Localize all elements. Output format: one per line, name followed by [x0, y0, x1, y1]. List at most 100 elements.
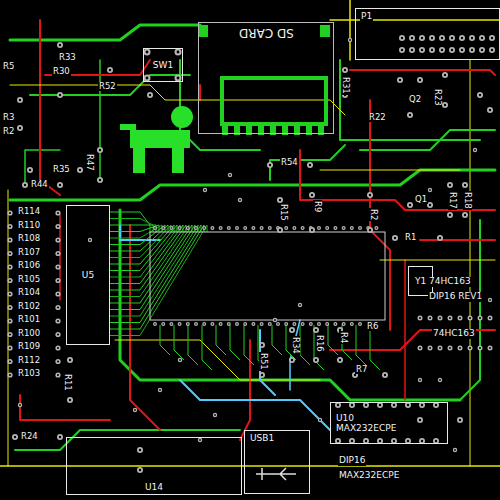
silkscreen-label: R23	[433, 88, 442, 107]
board-edge	[470, 60, 471, 466]
silkscreen-label: R24	[20, 432, 39, 441]
logo	[120, 106, 193, 173]
silkscreen-label: R103	[17, 369, 41, 378]
trace	[180, 380, 330, 430]
designator: P1	[360, 11, 373, 21]
silkscreen-label: R22	[368, 113, 387, 122]
switch-pads	[144, 49, 182, 82]
bus-trace	[110, 225, 198, 316]
card-tab	[198, 25, 208, 37]
usb-symbol	[256, 468, 296, 480]
silkscreen-label: R7	[355, 365, 368, 374]
trace	[330, 330, 495, 350]
silkscreen-label: R47	[85, 153, 94, 172]
designator: MAX232ECPE	[335, 423, 397, 433]
designator: Y1	[414, 276, 427, 286]
bus-trace	[110, 225, 171, 258]
designator: U5	[81, 270, 95, 280]
bus-trace	[160, 325, 170, 355]
trace	[300, 150, 495, 210]
silkscreen-label: R16	[315, 334, 324, 353]
chip-outline	[150, 232, 385, 320]
resistor-pads	[7, 210, 60, 377]
silkscreen-label: R18	[463, 191, 472, 210]
component-outline: SW1	[143, 48, 183, 82]
trace	[10, 25, 200, 40]
designator: SW1	[152, 60, 174, 70]
card-tab	[320, 25, 330, 37]
silkscreen-label: R9	[313, 200, 322, 213]
silkscreen-label: R31	[341, 76, 350, 95]
trace	[99, 60, 101, 180]
trace	[460, 220, 480, 400]
silkscreen-label: R101	[17, 315, 41, 324]
bus-trace	[272, 325, 282, 355]
chip-pins	[153, 226, 378, 230]
bus-trace	[110, 225, 204, 329]
silkscreen-label: DIP16	[338, 456, 366, 466]
trace	[20, 395, 110, 420]
board-edge	[349, 0, 351, 60]
component-pads	[12, 42, 493, 473]
silkscreen-label: R33	[58, 53, 77, 62]
component-outline: U5	[66, 205, 110, 345]
silkscreen-label: R1	[404, 233, 417, 242]
bus-trace	[202, 325, 212, 370]
board-edge	[0, 465, 500, 467]
silkscreen-label: R34	[291, 336, 300, 355]
bus-trace	[244, 325, 254, 365]
bus-trace	[110, 225, 207, 336]
silkscreen-label: R35	[52, 165, 71, 174]
ic-pins	[335, 402, 439, 444]
bus-trace	[356, 325, 366, 365]
silkscreen-label: R2	[2, 127, 15, 136]
silkscreen-label: R52	[98, 82, 117, 91]
trace	[15, 430, 240, 450]
silkscreen-label: R11	[63, 373, 72, 392]
silkscreen-label: R15	[279, 203, 288, 222]
trace	[120, 210, 460, 400]
header-pins	[399, 35, 495, 53]
silkscreen-label: R30	[52, 67, 71, 76]
trace	[404, 260, 406, 400]
silkscreen-label: R51	[259, 352, 268, 371]
silkscreen-label: R110	[17, 221, 41, 230]
component-outline: U10MAX232ECPE	[330, 402, 448, 444]
silkscreen-label: R44	[30, 180, 49, 189]
bus-trace	[110, 225, 201, 323]
silkscreen-label: MAX232ECPE	[338, 471, 400, 481]
trace	[320, 170, 460, 171]
trace	[240, 340, 250, 440]
silkscreen-label: R109	[17, 342, 41, 351]
silkscreen-label: R105	[17, 275, 41, 284]
trace	[270, 145, 345, 180]
component-outline: USB1	[244, 430, 310, 494]
designator: U14	[144, 482, 164, 492]
trace	[350, 70, 495, 75]
component-outline: SD CARD	[198, 22, 334, 134]
bus-trace	[188, 325, 198, 365]
silkscreen-label: R106	[17, 261, 41, 270]
silkscreen-label: R6	[366, 322, 379, 331]
via	[18, 38, 492, 452]
silkscreen-label: R3	[2, 113, 15, 122]
designator: USB1	[249, 433, 275, 443]
trace	[340, 60, 480, 140]
silkscreen-label: 74HC163	[428, 277, 472, 287]
trace	[420, 239, 495, 241]
bus-trace	[110, 225, 186, 290]
trace	[380, 260, 495, 261]
designator: SD CARD	[238, 25, 295, 39]
silkscreen-label: 74HC163	[432, 329, 476, 339]
component-outline: U14	[66, 437, 242, 495]
bus-trace	[174, 325, 184, 360]
chip-pins	[153, 322, 378, 326]
silkscreen-label: R5	[2, 62, 15, 71]
silkscreen-label: R112	[17, 356, 41, 365]
silkscreen-label: R100	[17, 329, 41, 338]
silkscreen-label: Q2	[408, 95, 422, 104]
silkscreen-label: R104	[17, 288, 41, 297]
designator: U10	[335, 413, 355, 423]
